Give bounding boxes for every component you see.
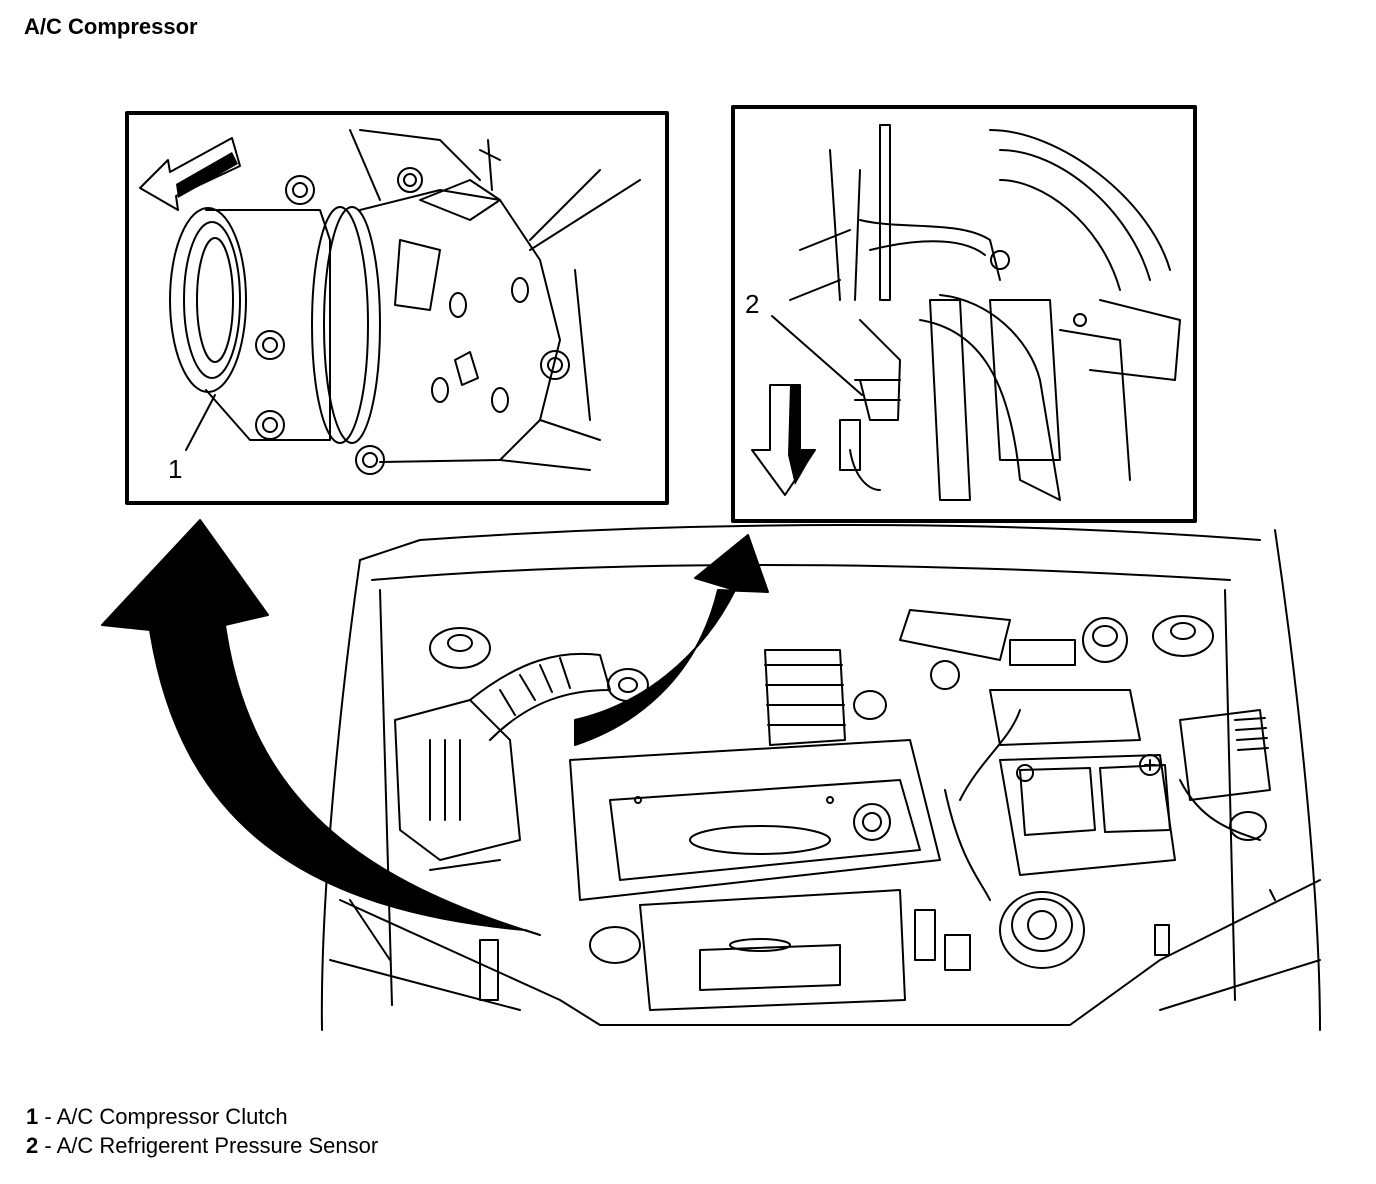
legend-label: A/C Compressor Clutch: [56, 1104, 288, 1129]
legend: 1 - A/C Compressor Clutch 2 - A/C Refrig…: [26, 1102, 378, 1160]
direction-arrow-left: [139, 137, 241, 211]
curved-arrow-left: [101, 519, 541, 936]
legend-item: 2 - A/C Refrigerent Pressure Sensor: [26, 1131, 378, 1160]
detail-pressure-sensor: 2: [731, 105, 1197, 523]
legend-label: A/C Refrigerent Pressure Sensor: [56, 1133, 379, 1158]
direction-arrow-down: [751, 384, 816, 496]
legend-item: 1 - A/C Compressor Clutch: [26, 1102, 378, 1131]
legend-number: 1: [26, 1104, 39, 1129]
engine-bay-illustration: [320, 524, 1321, 1031]
diagram-title: A/C Compressor: [24, 14, 198, 39]
sensor-illustration: [789, 124, 1181, 501]
detail-compressor: 1: [125, 111, 669, 505]
curved-arrow-right: [574, 534, 769, 746]
legend-number: 2: [26, 1133, 39, 1158]
legend-separator: -: [38, 1104, 57, 1129]
callout-2: 2: [745, 289, 759, 319]
callout-1: 1: [168, 454, 182, 484]
compressor-illustration: [169, 129, 641, 475]
legend-separator: -: [38, 1133, 57, 1158]
